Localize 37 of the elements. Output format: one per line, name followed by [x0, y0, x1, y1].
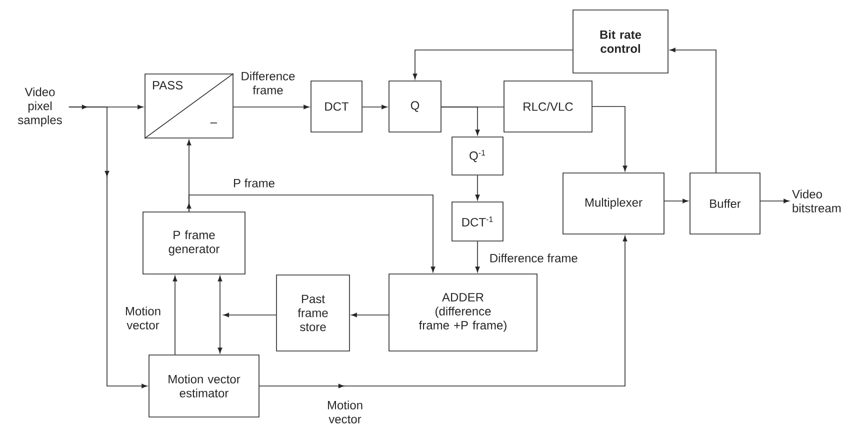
edge-label: Motion vector [126, 306, 160, 330]
arrow [475, 241, 480, 272]
process-box: ADDER (difference frame +P frame) [388, 274, 538, 352]
process-box: RLC/VLC [504, 80, 592, 132]
process-box: DCT [310, 80, 362, 132]
arrow [223, 312, 276, 318]
process-box: Bit rate control [572, 10, 668, 74]
edge-label: Difference frame [242, 72, 295, 94]
arrow [592, 106, 628, 172]
arrow [412, 50, 573, 80]
text-label: Video bitstream [792, 190, 841, 212]
process-box: DCT$^{-1}$ [452, 202, 504, 242]
process-box: Buffer [690, 172, 760, 234]
arrow [172, 276, 178, 355]
arrow [670, 48, 716, 173]
edge-label: P frame [234, 178, 274, 188]
edge-label: Difference frame [490, 254, 578, 262]
arrow [259, 236, 628, 388]
arrow [664, 198, 688, 204]
arrow [233, 104, 310, 110]
process-box: Q$^{-1}$ [452, 136, 504, 176]
text-label: Video pixel samples [18, 87, 62, 127]
arrow [362, 104, 388, 110]
process-box: Motion vector estimator [148, 354, 260, 418]
arrow [760, 198, 790, 204]
process-box: Past frame store [276, 274, 350, 352]
process-box: Multiplexer [562, 172, 664, 234]
arrow [68, 106, 148, 388]
arrow [218, 276, 222, 354]
process-box: P frame generator [142, 212, 246, 274]
edge-label: Motion vector [328, 400, 362, 424]
arrow [188, 194, 436, 272]
arrow [441, 106, 480, 136]
process-box: Q [388, 80, 442, 132]
arrow [351, 312, 389, 318]
arrow [475, 175, 480, 200]
subtractor-box: PASS – [144, 73, 234, 139]
